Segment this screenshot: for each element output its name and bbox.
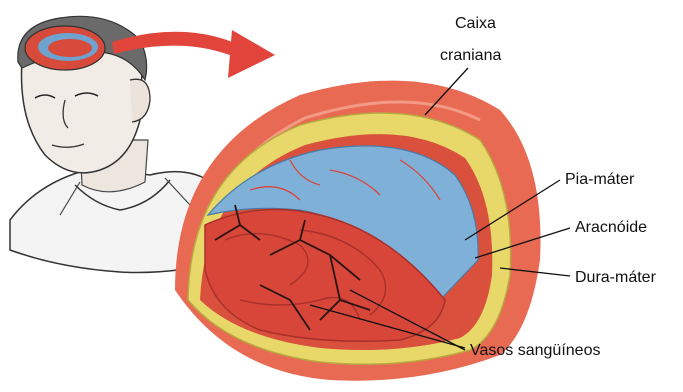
- label-caixa-craniana-line2: craniana: [440, 47, 501, 64]
- label-pia-mater: Pia-máter: [565, 171, 635, 188]
- meninges-section: [175, 81, 541, 381]
- boy-ear: [130, 79, 150, 122]
- label-caixa-craniana-line1: Caixa: [455, 15, 496, 32]
- boy-skull-window-brain: [48, 39, 92, 57]
- label-vasos-sanguineos: Vasos sangüíneos: [470, 342, 600, 359]
- label-aracnoide: Aracnóide: [575, 219, 647, 236]
- arrow-head: [228, 30, 275, 78]
- label-dura-mater: Dura-máter: [575, 269, 657, 286]
